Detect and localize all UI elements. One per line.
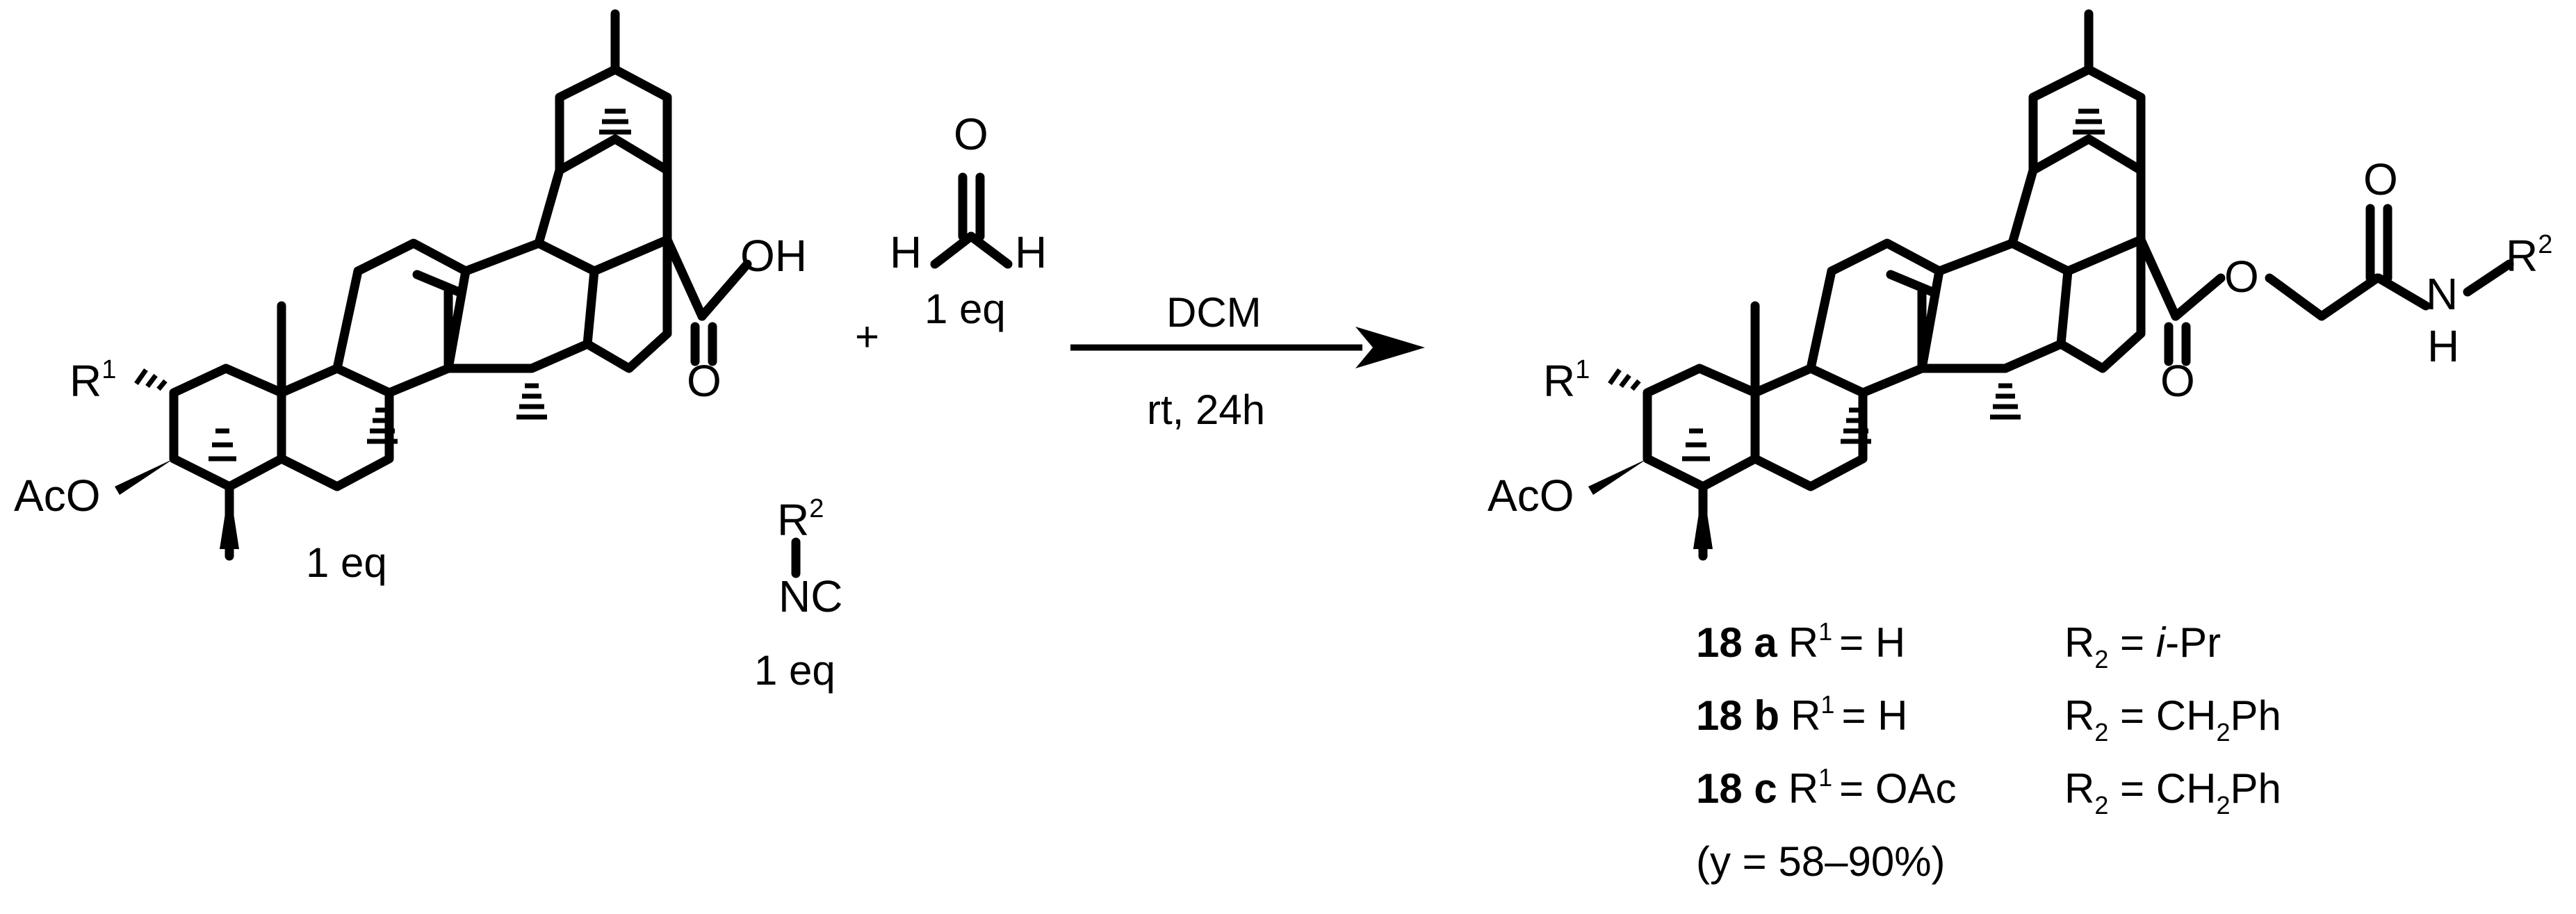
ring-b [277, 364, 394, 491]
ring-d [443, 238, 599, 373]
prod-hashed-bonds [1608, 108, 2105, 462]
formaldehyde-h-right-label: H [1015, 227, 1047, 277]
prod-ring-b [1750, 364, 1868, 491]
prod-r2-label: R2 [2506, 230, 2552, 281]
carboxyl-oh-bond [697, 259, 752, 321]
prod-ch2-chain [2265, 273, 2382, 321]
prod-ring-d [1917, 238, 2073, 373]
arrowhead-icon [1355, 327, 1425, 368]
formaldehyde-o-label: O [954, 109, 988, 159]
prod-ester-bond [2136, 235, 2180, 321]
acid-o-label: O [687, 356, 722, 406]
prod-ring-c-double-bond [1886, 270, 1937, 297]
hashed-bonds [134, 108, 631, 462]
prod-ring-c [1806, 238, 1944, 398]
prod-r1-label: R1 [1543, 355, 1590, 406]
prod-carbonyl-o-label: O [2160, 356, 2195, 406]
methyl-wedge [220, 487, 239, 549]
isocyanide-structure: R2 NC 1 eq [754, 494, 842, 694]
formaldehyde-h-left-label: H [890, 227, 922, 277]
formaldehyde-h-bond-right [966, 231, 1013, 269]
prod-ester-o-bond [2171, 273, 2226, 321]
formaldehyde-h-bond-left [930, 231, 976, 269]
prod-ring-a [1642, 364, 1760, 491]
yield-range: (y = 58–90%) [1696, 838, 1946, 885]
isocyanide-r-label: R2 [777, 494, 824, 545]
ring-c [332, 238, 471, 398]
prod-amide-carbonyl [2365, 204, 2392, 283]
acid-r1-label: R1 [70, 355, 116, 406]
plus-sign: + [855, 313, 879, 360]
acid-amount: 1 eq [306, 539, 387, 586]
prod-amide-n-bond [2374, 273, 2431, 311]
formaldehyde-amount: 1 eq [924, 286, 1006, 332]
ring-e [534, 134, 672, 276]
prod-methyl-wedge [1693, 487, 1713, 549]
oac-wedge [115, 459, 174, 495]
acid-reactant-structure: R1 AcO OH O 1 eq [14, 9, 807, 586]
prod-nh-h-label: H [2427, 321, 2459, 371]
carboxyl-double-bond [690, 322, 717, 366]
reaction-arrow-group: DCM rt, 24h [1070, 289, 1425, 433]
prod-ester-carbonyl [2164, 322, 2191, 366]
prod-ring-d-extension [2056, 235, 2146, 373]
prod-ring-e [2007, 134, 2146, 276]
acid-oh-label: OH [740, 231, 807, 281]
prod-amide-o-label: O [2363, 154, 2398, 204]
prod-n-label: N [2426, 269, 2458, 319]
ring-d-extension [582, 235, 672, 373]
isocyanide-amount: 1 eq [754, 647, 835, 694]
carboxyl-bond [662, 235, 707, 321]
formaldehyde-structure: O H H 1 eq [890, 109, 1047, 332]
prod-oac-wedge [1588, 459, 1647, 495]
prod-ester-o-label: O [2224, 252, 2259, 302]
prod-n-r2-bond [2463, 259, 2514, 297]
ring-a [169, 364, 286, 491]
prod-aco-label: AcO [1487, 471, 1574, 521]
condition-solvent: DCM [1166, 289, 1262, 336]
product-structure: R1 AcO O O O N H R2 [1487, 9, 2552, 561]
isocyanide-nc-label: NC [778, 571, 842, 621]
ring-c-double-bond [412, 270, 464, 297]
condition-temp-time: rt, 24h [1147, 386, 1265, 433]
acid-aco-label: AcO [14, 471, 100, 521]
